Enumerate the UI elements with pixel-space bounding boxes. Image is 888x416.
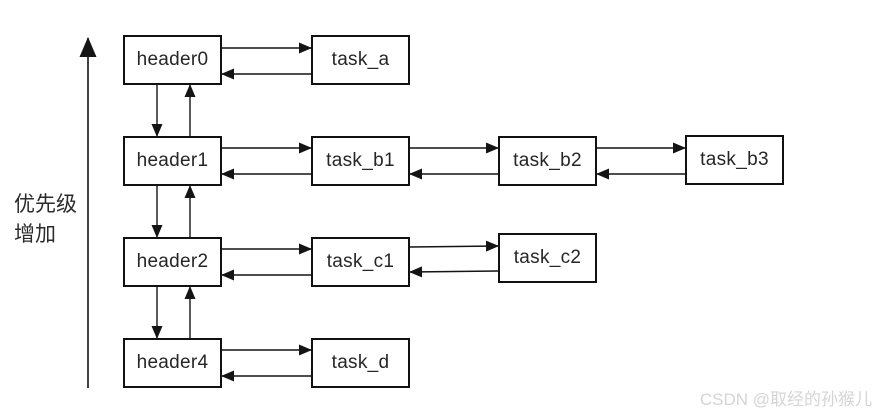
node-header2: header2 — [123, 237, 222, 287]
node-header4: header4 — [123, 338, 222, 388]
edge-task_c1-to-task_c2 — [409, 240, 499, 252]
node-header1-label: header1 — [136, 150, 209, 171]
node-task_a-label: task_a — [331, 49, 390, 70]
node-task_c1: task_c1 — [311, 237, 410, 287]
node-task_b3-label: task_b3 — [700, 149, 769, 170]
node-header0-label: header0 — [136, 49, 209, 70]
node-header4-label: header4 — [136, 352, 209, 373]
node-task_c2: task_c2 — [498, 233, 597, 283]
node-header2-label: header2 — [136, 251, 209, 272]
edge-task_c2-to-task_c1 — [409, 266, 499, 278]
node-header1: header1 — [123, 136, 222, 186]
node-task_b1-label: task_b1 — [326, 150, 395, 171]
node-task_b2: task_b2 — [498, 136, 597, 186]
node-header0: header0 — [123, 35, 222, 85]
node-task_c1-label: task_c1 — [326, 251, 395, 272]
node-task_b2-label: task_b2 — [513, 150, 582, 171]
node-task_a: task_a — [311, 35, 410, 85]
priority-axis-label-line2: 增加 — [14, 223, 56, 246]
node-task_d-label: task_d — [331, 352, 390, 373]
node-task_b1: task_b1 — [311, 136, 410, 186]
priority-axis-label: 优先级 增加 — [14, 190, 77, 250]
node-task_c2-label: task_c2 — [513, 247, 582, 268]
csdn-watermark: CSDN @取经的孙猴儿 — [699, 390, 872, 409]
priority-axis-label-line1: 优先级 — [14, 193, 77, 216]
node-task_b3: task_b3 — [685, 135, 784, 185]
node-task_d: task_d — [311, 338, 410, 388]
